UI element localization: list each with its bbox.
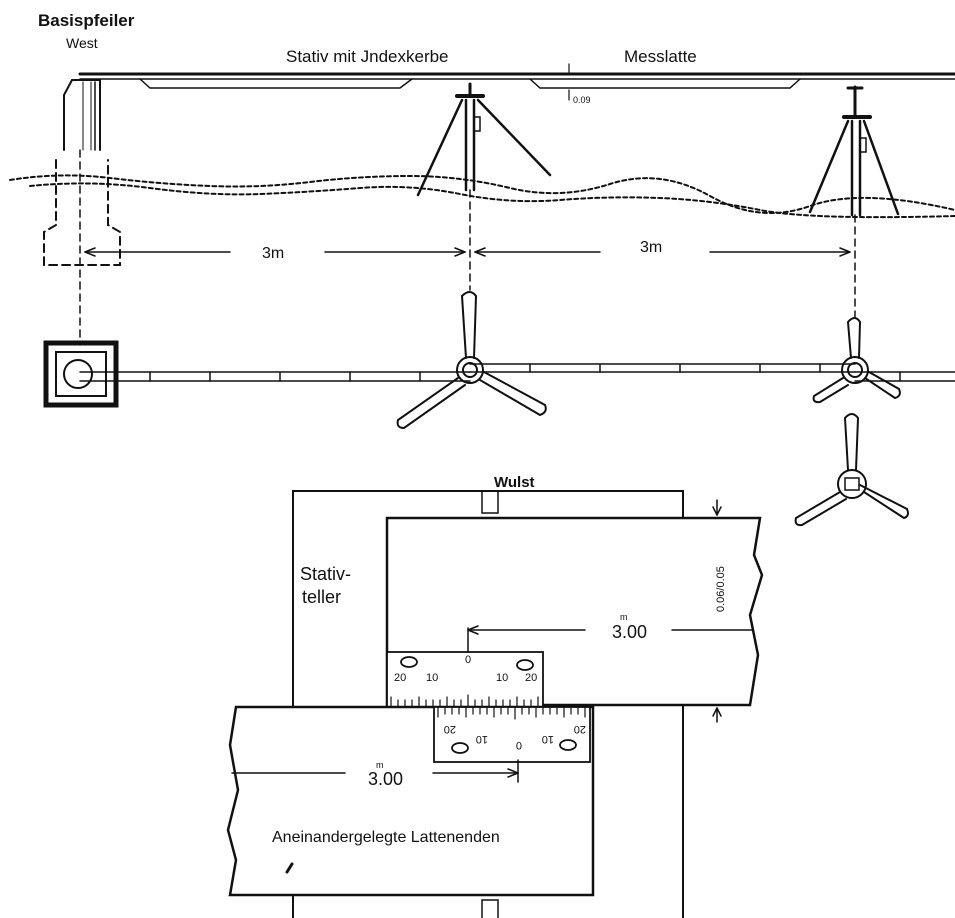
scale-lower-2: 0 <box>516 739 522 751</box>
plate-label-line2: teller <box>302 587 341 607</box>
plate-label-line1: Stativ- <box>300 564 351 584</box>
scale-lower-1: 10 <box>476 733 488 745</box>
base-pillar-label-line2: West <box>66 35 98 51</box>
scale-lower-0: 20 <box>444 723 456 735</box>
bead-label: Wulst <box>494 474 535 491</box>
dimension-upper-300 <box>467 625 753 653</box>
terrain-line <box>9 174 955 219</box>
gap-value: 0.09 <box>573 95 591 105</box>
vernier-upper <box>386 651 544 708</box>
dimension-right-label: 3m <box>640 239 662 256</box>
tripod-plan-2 <box>812 317 901 404</box>
rod-length-lower: 3.00 <box>368 769 403 789</box>
vernier-lower <box>433 706 591 763</box>
tolerance-label: 0.06/0.05 <box>715 566 727 612</box>
measuring-rod-plan <box>79 363 955 382</box>
rod-ends-label: Aneinandergelegte Lattenenden <box>272 829 500 846</box>
scale-upper-4: 20 <box>525 672 537 684</box>
pencil-mark <box>285 862 294 874</box>
rod-length-lower-unit: m <box>376 760 384 770</box>
scale-upper-3: 10 <box>496 672 508 684</box>
base-pillar-label-line1: Basispfeiler <box>38 11 135 30</box>
scale-upper-2: 0 <box>465 654 471 666</box>
tolerance-arrows <box>712 499 722 723</box>
tripod-elevation-2 <box>808 85 900 217</box>
rod-length-upper-unit: m <box>620 612 628 622</box>
scale-lower-4: 20 <box>574 723 586 735</box>
dimension-3m <box>84 247 851 257</box>
base-pillar-elevation <box>43 79 121 266</box>
scale-upper-1: 10 <box>426 672 438 684</box>
tripod-label: Stativ mit Jndexkerbe <box>286 47 449 66</box>
scale-upper-0: 20 <box>394 672 406 684</box>
projection-lines <box>79 149 856 346</box>
measuring-rod-elevation <box>78 72 955 89</box>
dimension-left-label: 3m <box>262 245 284 262</box>
base-pillar-plan <box>43 340 119 408</box>
tripod-plan-1 <box>396 291 547 430</box>
tripod-elevation-1 <box>416 82 552 197</box>
tripod-plan-3 <box>794 413 909 527</box>
rod-length-upper: 3.00 <box>612 622 647 642</box>
rod-label: Messlatte <box>624 47 697 66</box>
scale-lower-3: 10 <box>542 733 554 745</box>
dimension-lower-300 <box>231 759 519 783</box>
